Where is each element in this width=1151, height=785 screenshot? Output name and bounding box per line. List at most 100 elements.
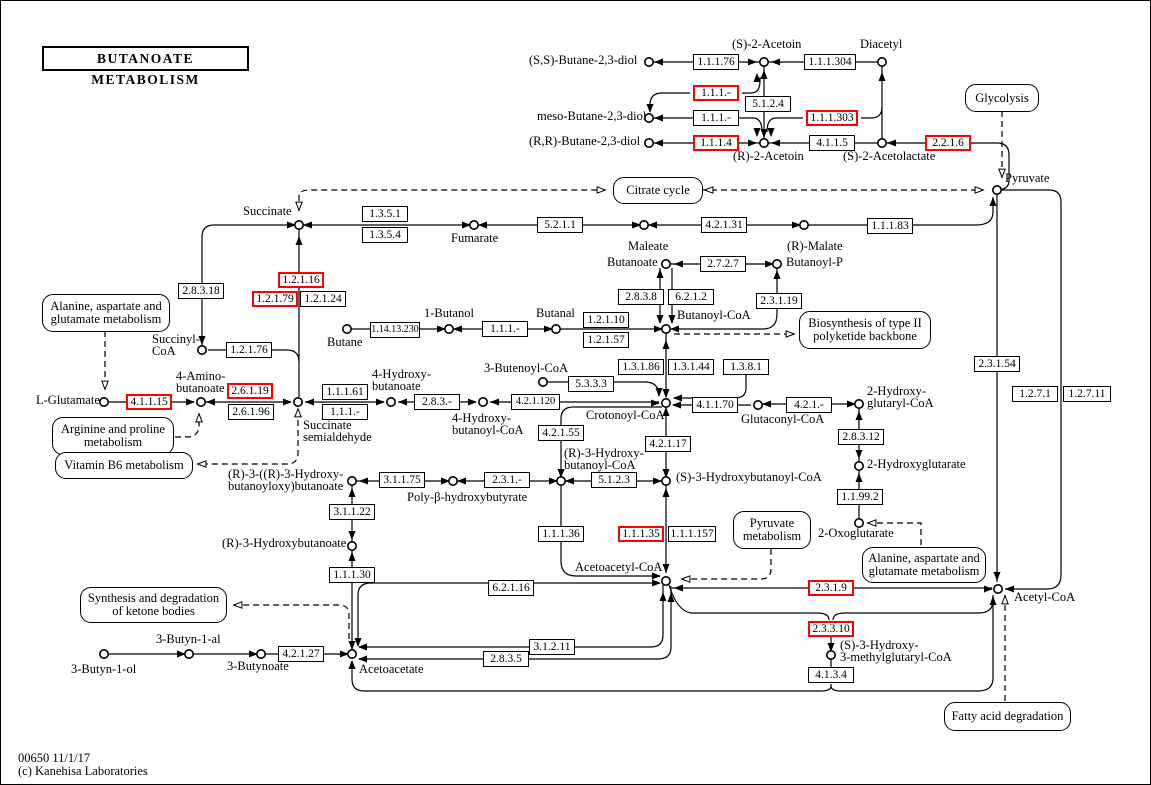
compound-butanal[interactable] bbox=[550, 323, 561, 334]
compound-rr-butanediol[interactable] bbox=[643, 138, 654, 149]
ec-box[interactable]: 1.2.7.11 bbox=[1063, 386, 1111, 402]
compound-succinate[interactable] bbox=[293, 220, 304, 231]
compound-butanoyl-p[interactable] bbox=[771, 258, 782, 269]
ec-box[interactable]: 5.3.3.3 bbox=[568, 376, 614, 392]
compound-glutaconyl-coa[interactable] bbox=[752, 399, 763, 410]
ec-box[interactable]: 1.1.1.36 bbox=[538, 526, 584, 542]
compound-hmg-coa[interactable] bbox=[825, 649, 836, 660]
ec-box-highlighted[interactable]: 4.1.1.15 bbox=[126, 394, 172, 410]
ec-box[interactable]: 6.2.1.2 bbox=[668, 289, 714, 305]
compound-r3-hydroxybutanoyloxy-butanoate[interactable] bbox=[346, 475, 357, 486]
compound-4-aminobutanoate[interactable] bbox=[196, 396, 207, 407]
ec-box[interactable]: 4.2.1.55 bbox=[538, 425, 584, 441]
compound-acetoacetyl-coa[interactable] bbox=[660, 575, 671, 586]
ec-box[interactable]: 5.2.1.1 bbox=[537, 217, 583, 233]
ec-box[interactable]: 2.8.3.12 bbox=[838, 429, 884, 445]
ec-box[interactable]: 1.1.1.61 bbox=[322, 384, 368, 400]
ec-box-highlighted[interactable]: 1.1.1.- bbox=[693, 85, 739, 101]
ec-box[interactable]: 1.1.1.76 bbox=[693, 54, 739, 70]
compound-s-acetolactate[interactable] bbox=[876, 138, 887, 149]
compound-fumarate[interactable] bbox=[468, 220, 479, 231]
ec-box[interactable]: 1.1.1.157 bbox=[668, 526, 716, 542]
ec-box[interactable]: 1.1.1.83 bbox=[867, 218, 913, 234]
compound-diacetyl[interactable] bbox=[876, 56, 887, 67]
ec-box[interactable]: 4.1.3.4 bbox=[808, 667, 854, 683]
compound-succinyl-coa[interactable] bbox=[197, 344, 208, 355]
ec-box-highlighted[interactable]: 1.2.1.79 bbox=[252, 291, 298, 307]
ec-box[interactable]: 1.2.1.57 bbox=[583, 332, 629, 348]
ec-box[interactable]: 1.2.7.1 bbox=[1012, 386, 1058, 402]
ec-box-highlighted[interactable]: 2.3.3.10 bbox=[808, 621, 854, 637]
compound-3-butyn-1-al[interactable] bbox=[184, 648, 195, 659]
compound-r-acetoin[interactable] bbox=[758, 138, 769, 149]
ec-box[interactable]: 1.1.1.304 bbox=[804, 54, 856, 70]
ec-box-highlighted[interactable]: 2.3.1.9 bbox=[808, 580, 854, 596]
ec-box[interactable]: 2.8.3.5 bbox=[483, 651, 529, 667]
ec-box[interactable]: 4.2.1.27 bbox=[278, 646, 324, 662]
compound-acetoacetate[interactable] bbox=[346, 648, 357, 659]
ec-box-highlighted[interactable]: 1.2.1.16 bbox=[278, 272, 324, 288]
compound-4-hydroxybutanoyl-coa[interactable] bbox=[477, 396, 488, 407]
pathway-link-fatty-acid[interactable]: Fatty acid degradation bbox=[944, 702, 1071, 731]
ec-box-highlighted[interactable]: 2.2.1.6 bbox=[925, 135, 971, 151]
compound-r-malate[interactable] bbox=[798, 220, 809, 231]
pathway-link-citrate-cycle[interactable]: Citrate cycle bbox=[613, 177, 703, 204]
compound-1-butanol[interactable] bbox=[443, 323, 454, 334]
ec-box[interactable]: 1.3.5.1 bbox=[362, 206, 408, 222]
compound-poly-b-hydroxybutyrate[interactable] bbox=[447, 475, 458, 486]
ec-box[interactable]: 1.1.99.2 bbox=[837, 489, 883, 505]
ec-box[interactable]: 1.3.1.44 bbox=[668, 359, 714, 375]
ec-box[interactable]: 1.14.13.230 bbox=[370, 322, 420, 338]
ec-box[interactable]: 2.8.3.8 bbox=[618, 289, 664, 305]
ec-box[interactable]: 4.2.1.- bbox=[786, 397, 832, 413]
ec-box[interactable]: 2.8.3.- bbox=[414, 394, 460, 410]
compound-crotonoyl-coa[interactable] bbox=[660, 397, 671, 408]
compound-2-oxoglutarate[interactable] bbox=[853, 517, 864, 528]
ec-box[interactable]: 1.2.1.10 bbox=[583, 312, 629, 328]
compound-meso-butanediol[interactable] bbox=[643, 113, 654, 124]
ec-box[interactable]: 5.1.2.3 bbox=[591, 472, 637, 488]
ec-box[interactable]: 6.2.1.16 bbox=[488, 580, 534, 596]
ec-box[interactable]: 1.2.1.24 bbox=[300, 291, 346, 307]
ec-box[interactable]: 2.6.1.96 bbox=[228, 404, 274, 420]
compound-butanoate[interactable] bbox=[660, 258, 671, 269]
ec-box[interactable]: 1.1.1.- bbox=[322, 404, 368, 420]
compound-2-hydroxyglutarate[interactable] bbox=[853, 460, 864, 471]
compound-3-butynoate[interactable] bbox=[256, 648, 267, 659]
ec-box[interactable]: 4.2.1.120 bbox=[511, 394, 560, 410]
pathway-link-vitamin-b6[interactable]: Vitamin B6 metabolism bbox=[55, 452, 193, 479]
ec-box[interactable]: 2.3.1.- bbox=[484, 472, 530, 488]
ec-box[interactable]: 3.1.1.22 bbox=[329, 504, 375, 520]
compound-acetyl-coa[interactable] bbox=[992, 583, 1003, 594]
ec-box[interactable]: 1.3.8.1 bbox=[723, 359, 769, 375]
ec-box[interactable]: 2.3.1.19 bbox=[756, 293, 802, 309]
ec-box[interactable]: 1.1.1.- bbox=[482, 321, 528, 337]
ec-box-highlighted[interactable]: 2.6.1.19 bbox=[227, 383, 273, 399]
compound-3-butenoyl-coa[interactable] bbox=[537, 376, 548, 387]
compound-3-butyn-1-ol[interactable] bbox=[99, 648, 110, 659]
compound-l-glutamate[interactable] bbox=[99, 396, 110, 407]
ec-box[interactable]: 4.1.1.70 bbox=[692, 397, 738, 413]
ec-box[interactable]: 3.1.2.11 bbox=[529, 639, 575, 655]
ec-box[interactable]: 2.8.3.18 bbox=[178, 283, 224, 299]
pathway-link-glycolysis[interactable]: Glycolysis bbox=[965, 84, 1039, 112]
ec-box[interactable]: 4.2.1.17 bbox=[645, 436, 691, 452]
ec-box[interactable]: 2.3.1.54 bbox=[974, 356, 1020, 372]
compound-s-acetoin[interactable] bbox=[758, 56, 769, 67]
compound-butanoyl-coa[interactable] bbox=[660, 323, 671, 334]
compound-butane[interactable] bbox=[341, 323, 352, 334]
compound-s3-hydroxybutanoyl-coa[interactable] bbox=[660, 475, 671, 486]
compound-2-hydroxyglutaryl-coa[interactable] bbox=[853, 398, 864, 409]
compound-4-hydroxybutanoate[interactable] bbox=[385, 396, 396, 407]
ec-box[interactable]: 2.7.2.7 bbox=[700, 256, 746, 272]
compound-ss-butanediol[interactable] bbox=[643, 56, 654, 67]
ec-box-highlighted[interactable]: 1.1.1.4 bbox=[693, 135, 739, 151]
ec-box-highlighted[interactable]: 1.1.1.303 bbox=[806, 110, 858, 126]
ec-box[interactable]: 1.3.1.86 bbox=[618, 359, 664, 375]
compound-succinate-semialdehyde[interactable] bbox=[292, 396, 303, 407]
ec-box[interactable]: 1.1.1.30 bbox=[329, 567, 375, 583]
